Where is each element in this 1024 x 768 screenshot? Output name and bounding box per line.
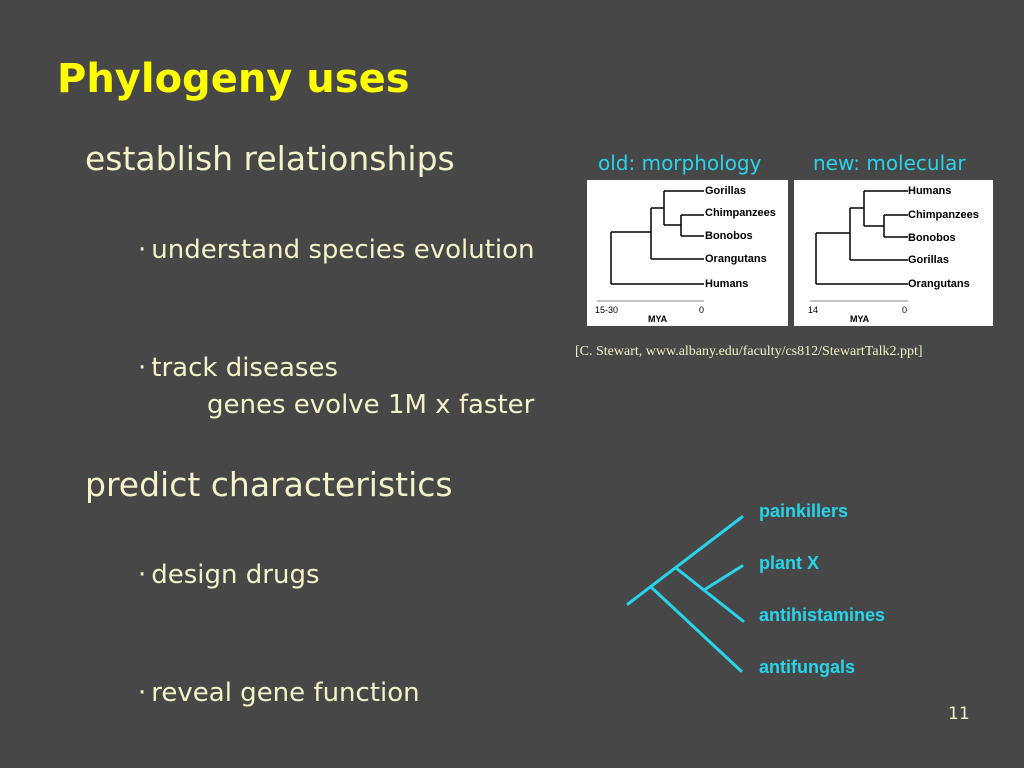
cladogram-label-plant-x: plant X bbox=[759, 553, 820, 573]
branch-plant-x bbox=[702, 564, 744, 592]
old-morphology-tree: Gorillas Chimpanzees Bonobos Orangutans … bbox=[587, 180, 788, 326]
taxon-label: Chimpanzees bbox=[705, 207, 776, 219]
taxon-label: Bonobos bbox=[705, 230, 753, 242]
taxon-label: Orangutans bbox=[705, 253, 767, 265]
branch-antifungals bbox=[649, 585, 743, 673]
axis-unit-label: MYA bbox=[850, 314, 870, 324]
taxon-label: Gorillas bbox=[705, 185, 746, 197]
bullet-dot: · bbox=[138, 560, 147, 590]
bullet-dot: · bbox=[138, 235, 147, 265]
taxon-label: Chimpanzees bbox=[908, 209, 979, 221]
new-molecular-tree: Humans Chimpanzees Bonobos Gorillas Oran… bbox=[794, 180, 993, 326]
bullet-text: reveal gene function bbox=[151, 678, 420, 708]
caption-old-morphology: old: morphology bbox=[598, 151, 762, 175]
taxon-label: Bonobos bbox=[908, 232, 956, 244]
cladogram-label-antifungals: antifungals bbox=[759, 657, 856, 677]
taxon-label: Humans bbox=[908, 185, 952, 197]
bullet-track-diseases: ·track diseases bbox=[138, 353, 338, 383]
bullet-understand-species-evolution: ·understand species evolution bbox=[138, 235, 535, 265]
branch-antihistamines bbox=[674, 566, 745, 623]
cladogram-label-painkillers: painkillers bbox=[759, 501, 849, 521]
bullet-design-drugs: ·design drugs bbox=[138, 560, 320, 590]
cladogram-label-antihistamines: antihistamines bbox=[759, 605, 886, 625]
page-number: 11 bbox=[948, 704, 970, 724]
bullet-reveal-gene-function: ·reveal gene function bbox=[138, 678, 420, 708]
bullet-dot: · bbox=[138, 353, 147, 383]
taxon-label: Orangutans bbox=[908, 278, 970, 290]
bullet-text: track diseases bbox=[151, 353, 338, 383]
axis-unit-label: MYA bbox=[648, 314, 668, 324]
sub-note-genes-evolve: genes evolve 1M x faster bbox=[207, 390, 535, 420]
taxon-label: Humans bbox=[705, 278, 749, 290]
new-tree-branches bbox=[810, 190, 908, 302]
slide-title: Phylogeny uses bbox=[57, 56, 410, 102]
old-tree-branches bbox=[597, 190, 704, 302]
caption-new-molecular: new: molecular bbox=[813, 151, 966, 175]
bullet-dot: · bbox=[138, 678, 147, 708]
bullet-text: understand species evolution bbox=[151, 235, 535, 265]
axis-start-label: 15-30 bbox=[595, 305, 619, 315]
citation: [C. Stewart, www.albany.edu/faculty/cs81… bbox=[575, 344, 923, 359]
axis-end-label: 0 bbox=[902, 305, 908, 315]
axis-start-label: 14 bbox=[808, 305, 819, 315]
bullet-text: design drugs bbox=[151, 560, 320, 590]
axis-end-label: 0 bbox=[699, 305, 705, 315]
taxon-label: Gorillas bbox=[908, 254, 949, 266]
bullet-establish-relationships: establish relationships bbox=[85, 139, 455, 178]
bullet-predict-characteristics: predict characteristics bbox=[85, 465, 453, 504]
branch-painkillers bbox=[626, 515, 744, 606]
